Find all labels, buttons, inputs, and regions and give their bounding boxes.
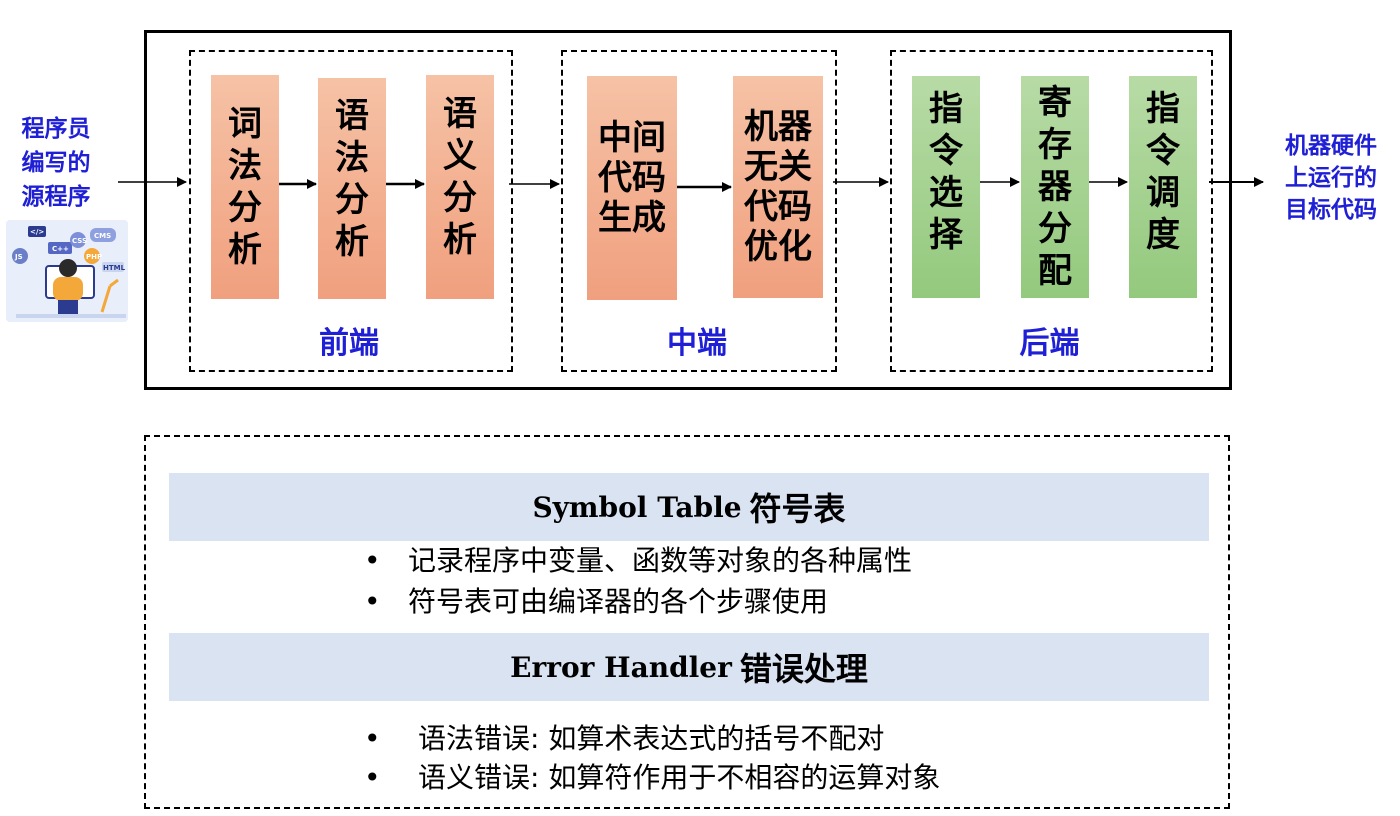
programmer-illustration: </> JS C++ CSS CMS PHP HTML: [6, 220, 128, 322]
stage-char: 令: [1146, 131, 1180, 171]
symbol-table-bullet: • 符号表可由编译器的各个步骤使用: [364, 584, 828, 620]
bullet-text: 语义错误: 如算符作用于不相容的运算对象: [418, 761, 941, 794]
bullet-text: 记录程序中变量、函数等对象的各种属性: [408, 544, 913, 577]
icon-tag: CSS: [72, 237, 87, 245]
stage-char: 寄: [1038, 83, 1072, 123]
stage-char: 配: [1038, 251, 1072, 291]
programmer-icon: </> JS C++ CSS CMS PHP HTML: [6, 220, 128, 322]
stage-char: 分: [335, 179, 369, 220]
stage-char: 分: [443, 178, 477, 218]
stage-char: 析: [335, 221, 369, 262]
stage-line: 无关: [744, 147, 812, 187]
stage-line: 中间: [598, 118, 666, 158]
middle-end-phase: [561, 50, 837, 372]
register-allocation-stage: 寄 存 器 分 配: [1021, 76, 1089, 298]
icon-tag: HTML: [103, 264, 126, 272]
symbol-table-header: Symbol Table 符号表: [169, 473, 1209, 541]
symbol-table-title-en: Symbol Table: [532, 490, 742, 524]
stage-line: 生成: [598, 198, 666, 238]
bullet-dot: •: [364, 761, 381, 794]
error-handler-title-zh: 错误处理: [739, 650, 868, 688]
stage-text: 寄 存 器 分 配: [1038, 82, 1072, 292]
stage-text: 机器 无关 代码 优化: [744, 107, 812, 267]
target-label-line: 机器硬件: [1285, 133, 1377, 159]
front-end-phase: [189, 50, 513, 372]
source-label-line: 程序员: [21, 116, 91, 142]
error-handler-title-en: Error Handler: [510, 650, 732, 684]
error-handler-bullet: • 语法错误: 如算术表达式的括号不配对: [364, 721, 884, 757]
bullet-text: 语法错误: 如算术表达式的括号不配对: [418, 722, 885, 755]
stage-line: 代码: [598, 158, 666, 198]
target-code-label: 机器硬件 上运行的 目标代码: [1268, 130, 1394, 226]
stage-char: 法: [228, 146, 262, 186]
error-handler-bullet: • 语义错误: 如算符作用于不相容的运算对象: [364, 760, 940, 796]
stage-line: 机器: [744, 107, 812, 147]
semantic-analysis-stage: 语 义 分 析: [426, 75, 494, 299]
ir-generation-stage: 中间 代码 生成: [587, 76, 677, 300]
bullet-text: 符号表可由编译器的各个步骤使用: [408, 585, 829, 618]
machine-independent-optimization-stage: 机器 无关 代码 优化: [733, 76, 823, 298]
symbol-table-bullet: • 记录程序中变量、函数等对象的各种属性: [364, 543, 912, 579]
target-label-line: 上运行的: [1285, 165, 1377, 191]
stage-char: 义: [443, 136, 477, 176]
icon-tag: C++: [52, 245, 69, 253]
stage-char: 析: [228, 230, 262, 270]
stage-char: 分: [228, 188, 262, 228]
stage-char: 词: [228, 104, 262, 144]
stage-char: 令: [929, 131, 963, 171]
stage-char: 度: [1146, 215, 1180, 255]
stage-text: 词 法 分 析: [228, 103, 262, 271]
icon-tag: CMS: [94, 232, 111, 240]
source-program-label: 程序员 编写的 源程序: [8, 112, 104, 214]
stage-text: 中间 代码 生成: [598, 118, 666, 238]
stage-line: 优化: [744, 227, 812, 267]
front-end-title: 前端: [319, 326, 379, 361]
stage-text: 语 法 分 析: [335, 95, 369, 263]
syntax-analysis-stage: 语 法 分 析: [318, 78, 386, 299]
source-label-line: 编写的: [21, 150, 91, 176]
stage-char: 择: [929, 215, 963, 255]
icon-tag: PHP: [86, 253, 102, 261]
error-handler-header: Error Handler 错误处理: [169, 633, 1209, 701]
back-end-title: 后端: [1019, 326, 1080, 361]
bullet-dot: •: [364, 585, 381, 618]
middle-end-title: 中端: [667, 326, 727, 361]
bullet-dot: •: [364, 544, 381, 577]
stage-char: 语: [443, 94, 477, 134]
bullet-dot: •: [364, 722, 381, 755]
stage-char: 器: [1038, 167, 1072, 207]
symbol-table-title-zh: 符号表: [749, 490, 846, 528]
compiler-frame: [144, 30, 1232, 390]
icon-tag: </>: [30, 228, 44, 236]
stage-text: 语 义 分 析: [443, 93, 477, 261]
stage-char: 语: [335, 95, 369, 136]
stage-char: 分: [1038, 209, 1072, 249]
stage-char: 指: [1146, 89, 1180, 129]
source-label-line: 源程序: [21, 184, 91, 210]
stage-text: 指 令 选 择: [929, 88, 963, 256]
lexical-analysis-stage: 词 法 分 析: [211, 75, 279, 299]
target-label-line: 目标代码: [1285, 197, 1377, 223]
stage-char: 调: [1146, 173, 1180, 213]
stage-char: 存: [1038, 125, 1072, 165]
auxiliary-components-panel: [144, 435, 1230, 809]
stage-char: 析: [443, 220, 477, 260]
instruction-scheduling-stage: 指 令 调 度: [1129, 76, 1197, 298]
instruction-selection-stage: 指 令 选 择: [912, 76, 980, 298]
back-end-phase: [890, 50, 1213, 372]
stage-char: 选: [929, 173, 963, 213]
stage-line: 代码: [744, 187, 812, 227]
stage-char: 法: [335, 137, 369, 178]
stage-text: 指 令 调 度: [1146, 88, 1180, 256]
icon-tag: JS: [14, 253, 23, 261]
stage-char: 指: [929, 89, 963, 129]
